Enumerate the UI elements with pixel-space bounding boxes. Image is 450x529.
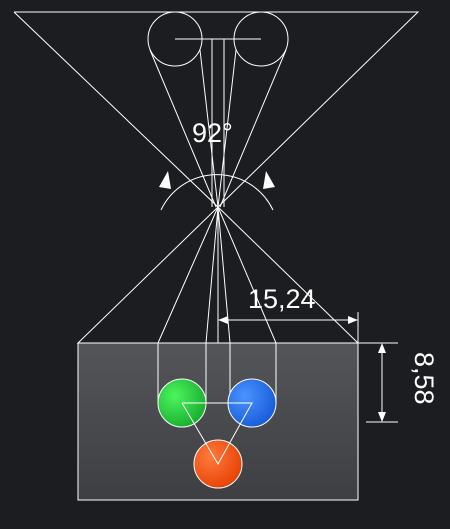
fan-ray-4 [217, 206, 231, 344]
fan-ray-5 [217, 206, 277, 344]
vertical-dimension-label: 8,58 [409, 352, 439, 405]
fan-ray-2 [205, 206, 219, 344]
reel-tangent-right-inner [217, 49, 237, 208]
reel-tangent-left-inner [199, 49, 219, 208]
angle-label: 92° [192, 118, 233, 148]
fan-ray-1 [157, 206, 219, 344]
reel-tangent-right-outer [219, 49, 287, 208]
angle-arc [160, 174, 274, 211]
angle-arc-arrow-right [263, 171, 275, 189]
reel-tangent-left-outer [149, 49, 217, 208]
lens-triangle [181, 402, 253, 466]
angle-arc-arrow-left [159, 171, 171, 189]
top-projection-triangle [13, 11, 420, 208]
horizontal-dimension-label: 15,24 [248, 284, 316, 314]
